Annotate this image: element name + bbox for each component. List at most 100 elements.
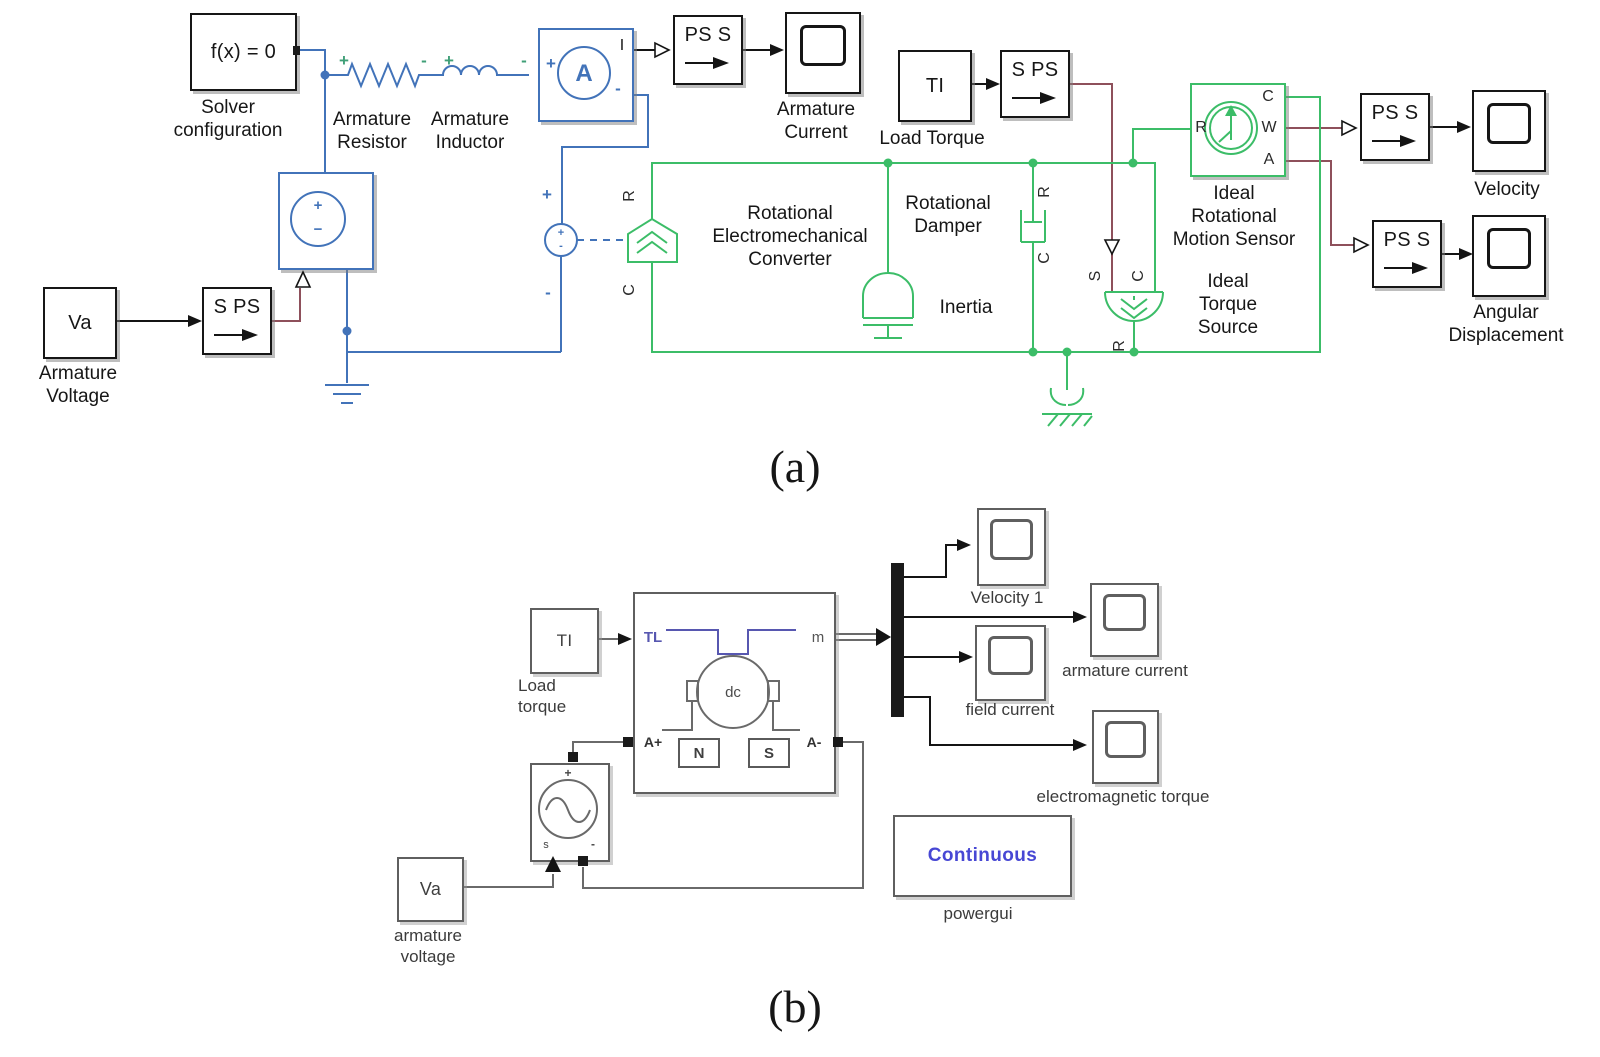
vsource-plus-sign: +: [313, 197, 323, 214]
dcm-m-port: m: [811, 629, 825, 646]
ps-s-text: PS S: [1383, 229, 1431, 251]
scope-screen: [1487, 103, 1531, 144]
converter-label: Rotational Electromechanical Converter: [712, 203, 868, 271]
torque-source-c-port: C: [1130, 270, 1147, 282]
ps-s-converter-angular-block[interactable]: PS S: [1372, 220, 1442, 288]
dcm-dc-text: dc: [725, 684, 741, 701]
junction-dot: [1129, 347, 1139, 357]
s-ps-converter-torque-block[interactable]: S PS: [1000, 50, 1070, 118]
sensor-w-port: W: [1261, 119, 1277, 136]
field-current-scope-block[interactable]: [975, 625, 1046, 701]
converter-circle-minus: -: [559, 240, 563, 252]
wire-sps-to-torquesource: [1070, 83, 1113, 292]
armature-voltage-block-b[interactable]: Va: [397, 857, 464, 922]
velocity-scope-block[interactable]: [1472, 90, 1546, 172]
powergui-block[interactable]: Continuous: [893, 815, 1072, 897]
ps-s-converter-velocity-block[interactable]: PS S: [1360, 93, 1430, 161]
solver-configuration-block[interactable]: f(x) = 0: [190, 13, 297, 91]
ps-s-text: PS S: [1371, 102, 1419, 124]
vsource-plus-port-nub: [568, 752, 578, 762]
dcm-aplus-port: A+: [643, 734, 663, 750]
damper-c-port: C: [1036, 252, 1053, 264]
ammeter-letter: A: [575, 60, 593, 87]
armature-current-label-b: armature current: [1062, 661, 1188, 680]
ti-text: TI: [556, 631, 573, 650]
velocity1-scope-block[interactable]: [977, 508, 1046, 586]
wire-aplus: [572, 741, 628, 753]
vsource-b-minus-sign: -: [591, 837, 595, 851]
damper-r-port: R: [1036, 186, 1053, 198]
converter-minus-sign: -: [545, 283, 551, 302]
sensor-r-port: R: [1195, 119, 1207, 136]
junction-dot: [1062, 347, 1072, 357]
torque-source-s-port: S: [1087, 270, 1104, 282]
inductor-minus-sign: -: [521, 51, 527, 70]
wire-va-to-source: [460, 874, 554, 888]
s-ps-converter-block[interactable]: S PS: [202, 287, 272, 355]
resistor-minus-sign: -: [421, 51, 427, 70]
vsource-b-s-port: s: [543, 839, 549, 851]
load-torque-label-a: Load Torque: [879, 128, 985, 149]
ammeter-minus-sign: -: [615, 79, 621, 98]
armature-inductor-label: Armature Inductor: [430, 109, 510, 154]
s-text: S: [763, 744, 774, 762]
controlled-voltage-source-block[interactable]: [278, 172, 374, 270]
sensor-a-port: A: [1263, 151, 1275, 168]
caption-b: (b): [768, 981, 822, 1032]
ps-s-converter-current-block[interactable]: PS S: [673, 15, 743, 85]
inductor-plus-sign: +: [444, 51, 454, 70]
n-text: N: [693, 744, 705, 762]
mech-ground-icon: [1042, 352, 1093, 427]
wire-m-double: [832, 633, 876, 641]
converter-chevrons: [636, 230, 668, 254]
vsource-minus-sign: −: [313, 221, 323, 238]
angular-displacement-scope-block[interactable]: [1472, 215, 1546, 297]
armature-voltage-label-b: armature voltage: [393, 926, 463, 966]
torque-source-label: Ideal Torque Source: [1197, 271, 1259, 339]
aplus-port-nub: [623, 737, 633, 747]
wire-bottom-electrical-loop: [346, 256, 562, 383]
va-text: Va: [419, 879, 442, 899]
damper-label: Rotational Damper: [905, 193, 991, 238]
junction-dot: [1128, 158, 1138, 168]
load-torque-block-b[interactable]: TI: [530, 608, 599, 674]
junction-dot: [1028, 158, 1038, 168]
junction-dot: [342, 326, 352, 336]
velocity1-label: Velocity 1: [970, 588, 1044, 607]
em-torque-label: electromagnetic torque: [1036, 787, 1210, 806]
solver-configuration-label: Solver configuration: [173, 97, 283, 142]
wire-sps-to-vsource: [272, 288, 301, 322]
junction-dot: [1028, 347, 1038, 357]
motion-sensor-label: Ideal Rotational Motion Sensor: [1172, 183, 1296, 251]
armature-current-scope-block-b[interactable]: [1090, 583, 1159, 657]
scope-screen: [1103, 594, 1146, 631]
armature-resistor-label: Armature Resistor: [332, 109, 412, 154]
ammeter-plus-sign: +: [546, 54, 556, 73]
powergui-label: powergui: [943, 904, 1013, 923]
angular-displacement-label: Angular Displacement: [1448, 302, 1564, 347]
electrical-ground-icon: [325, 384, 369, 404]
powergui-mode-text: Continuous: [927, 845, 1038, 866]
em-torque-scope-block[interactable]: [1092, 710, 1159, 784]
s-ps-text: S PS: [1011, 59, 1059, 81]
ti-text: TI: [925, 74, 945, 97]
converter-plus-sign: +: [542, 185, 552, 204]
torque-source-r-port: R: [1111, 340, 1128, 352]
scope-screen: [800, 25, 846, 66]
vsource-b-plus-sign: +: [564, 766, 572, 780]
armature-voltage-source-block[interactable]: Va: [43, 287, 117, 359]
armature-current-scope-block[interactable]: [785, 12, 861, 94]
north-magnet-icon: N: [678, 738, 720, 768]
wire-sensor-r: [1132, 128, 1190, 163]
scope-screen: [1105, 721, 1146, 758]
converter-circle-plus: +: [557, 227, 565, 239]
ammeter-i-port: I: [619, 37, 625, 54]
resistor-plus-sign: +: [339, 51, 349, 70]
converter-c-port: C: [621, 284, 638, 296]
converter-pentagon-icon: [627, 217, 678, 263]
ps-s-text: PS S: [684, 24, 732, 46]
demux-bar[interactable]: [891, 563, 904, 717]
scope-screen: [1487, 228, 1531, 269]
load-torque-block-a[interactable]: TI: [898, 50, 972, 122]
